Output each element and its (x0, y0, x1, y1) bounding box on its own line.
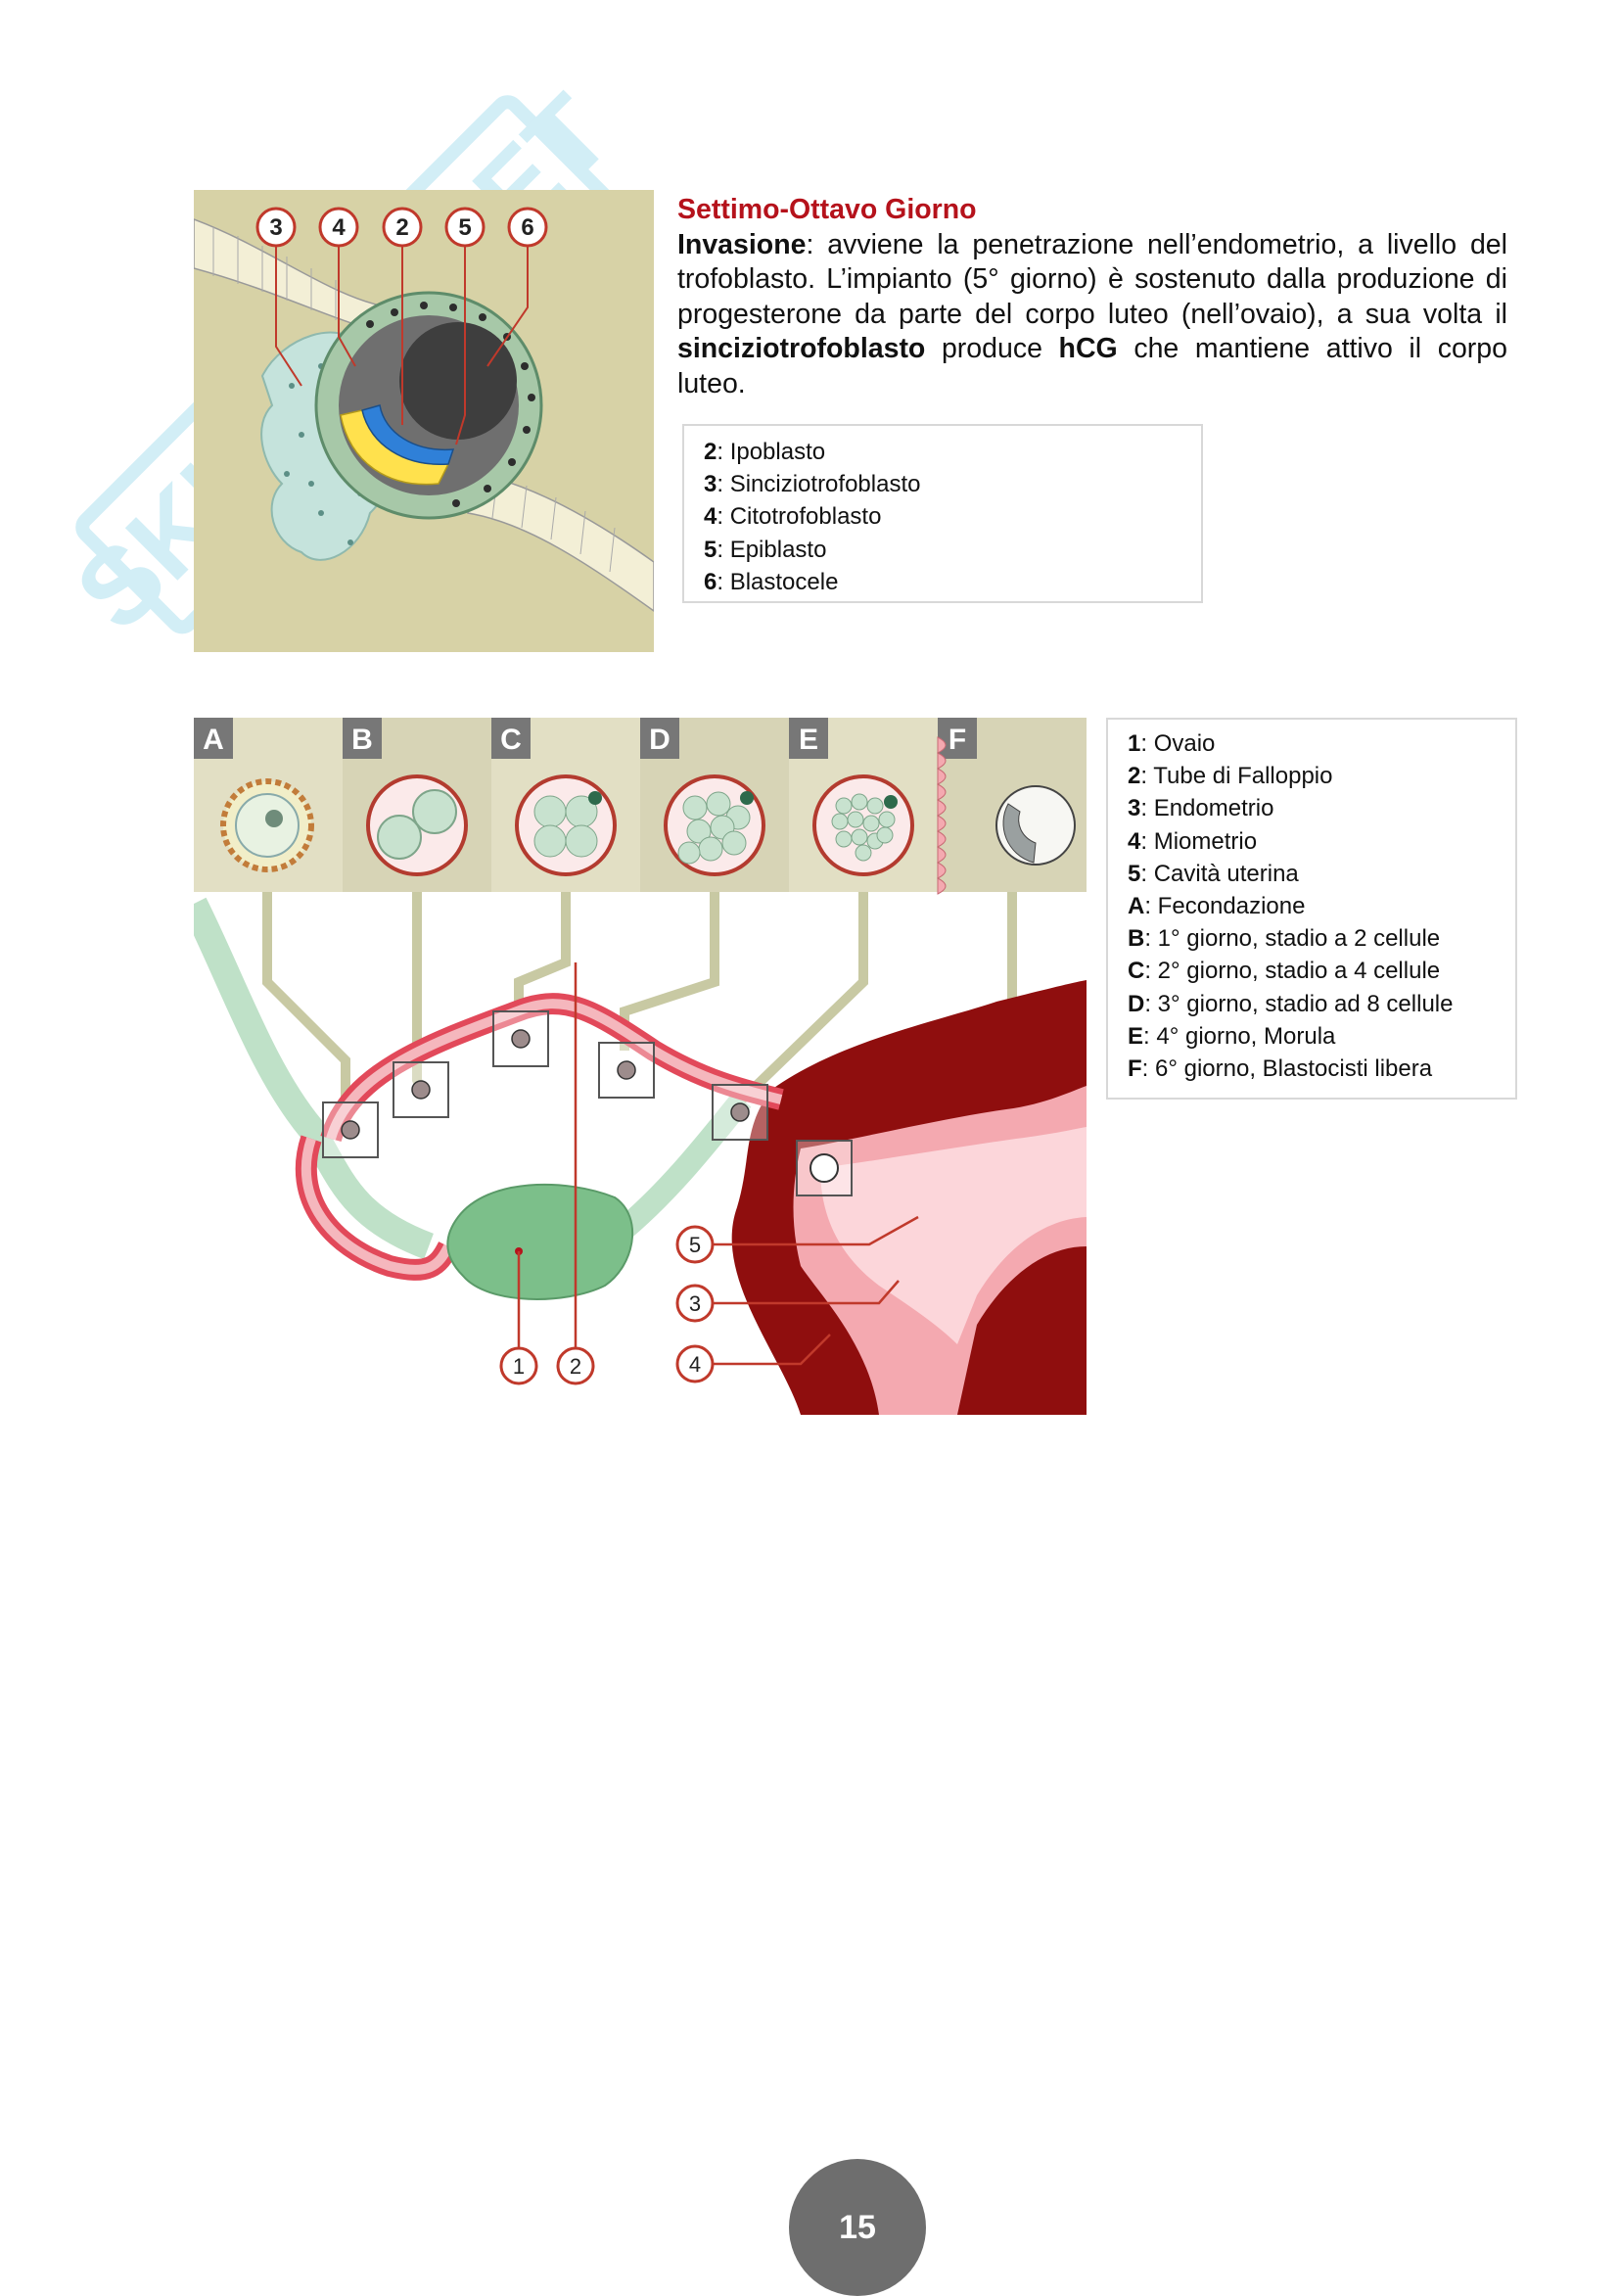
legend-row: F: 6° giorno, Blastocisti libera (1128, 1055, 1433, 1083)
callout-5: 5 (458, 214, 471, 241)
legend-row: 2: Ipoblasto (704, 439, 826, 465)
legend-row: 2: Tube di Falloppio (1128, 763, 1333, 790)
stage-label-b: B (351, 724, 373, 756)
legend-row: 1: Ovaio (1128, 730, 1216, 757)
stage-label-c: C (500, 724, 522, 756)
legend-row: 5: Cavità uterina (1128, 860, 1299, 887)
legend-row: B: 1° giorno, stadio a 2 cellule (1128, 925, 1441, 953)
term-invasione: Invasione (677, 228, 807, 260)
legend-implantation: 2: Ipoblasto 3: Sinciziotrofoblasto 4: C… (682, 424, 1203, 603)
section-paragraph: Invasione: avviene la penetrazione nell’… (677, 228, 1507, 399)
legend-row: E: 4° giorno, Morula (1128, 1022, 1336, 1050)
callout-4: 4 (332, 214, 346, 241)
stage-label-f: F (948, 724, 966, 756)
fertilization-figure: A B C D E F (194, 718, 1087, 1415)
callout-5: 5 (689, 1233, 701, 1257)
stage-label-a: A (203, 724, 224, 756)
legend-row: 5: Epiblasto (704, 536, 827, 563)
implantation-figure: 3 4 2 5 6 (194, 190, 654, 652)
callout-3: 3 (269, 214, 282, 241)
callout-2: 2 (395, 214, 408, 241)
term-hcg: hCG (1058, 333, 1118, 364)
section-text: Settimo-Ottavo Giorno Invasione: avviene… (677, 193, 1507, 401)
page-number-badge: 15 (789, 2159, 926, 2296)
callout-6: 6 (521, 214, 533, 241)
legend-row: 4: Citotrofoblasto (704, 503, 882, 531)
legend-row: 3: Sinciziotrofoblasto (704, 471, 921, 498)
implantation-callouts (255, 207, 548, 248)
callout-3: 3 (689, 1291, 701, 1316)
legend-row: 6: Blastocele (704, 568, 839, 595)
section-heading: Settimo-Ottavo Giorno (677, 194, 977, 225)
legend-row: A: Fecondazione (1128, 893, 1306, 920)
legend-row: 3: Endometrio (1128, 795, 1274, 822)
stage-label-e: E (799, 724, 818, 756)
legend-row: 4: Miometrio (1128, 827, 1258, 855)
legend-row: C: 2° giorno, stadio a 4 cellule (1128, 958, 1441, 985)
term-sinciziotrofoblasto: sinciziotrofoblasto (677, 333, 926, 364)
callout-1: 1 (513, 1354, 525, 1379)
callout-2: 2 (570, 1354, 581, 1379)
stage-label-d: D (649, 724, 671, 756)
legend-row: D: 3° giorno, stadio ad 8 cellule (1128, 990, 1454, 1017)
callout-4: 4 (689, 1352, 701, 1377)
legend-fertilization: 1: Ovaio 2: Tube di Falloppio 3: Endomet… (1106, 718, 1517, 1100)
